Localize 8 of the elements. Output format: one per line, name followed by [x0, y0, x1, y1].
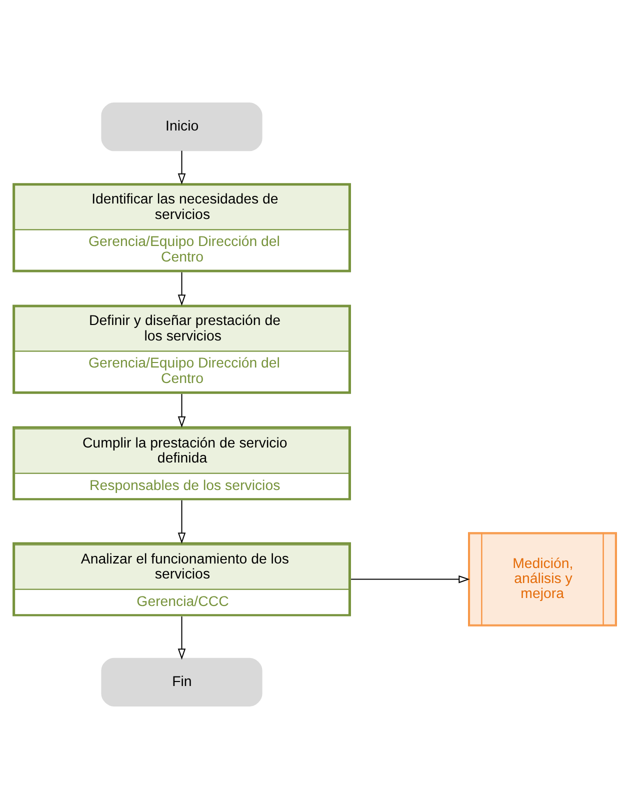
arrow	[178, 394, 186, 428]
arrow	[178, 272, 186, 306]
arrow	[351, 575, 470, 584]
arrow	[178, 500, 186, 544]
arrow	[178, 616, 186, 660]
node-box: Fin	[101, 658, 262, 706]
node-box: Inicio	[101, 102, 262, 152]
arrow	[178, 150, 186, 185]
